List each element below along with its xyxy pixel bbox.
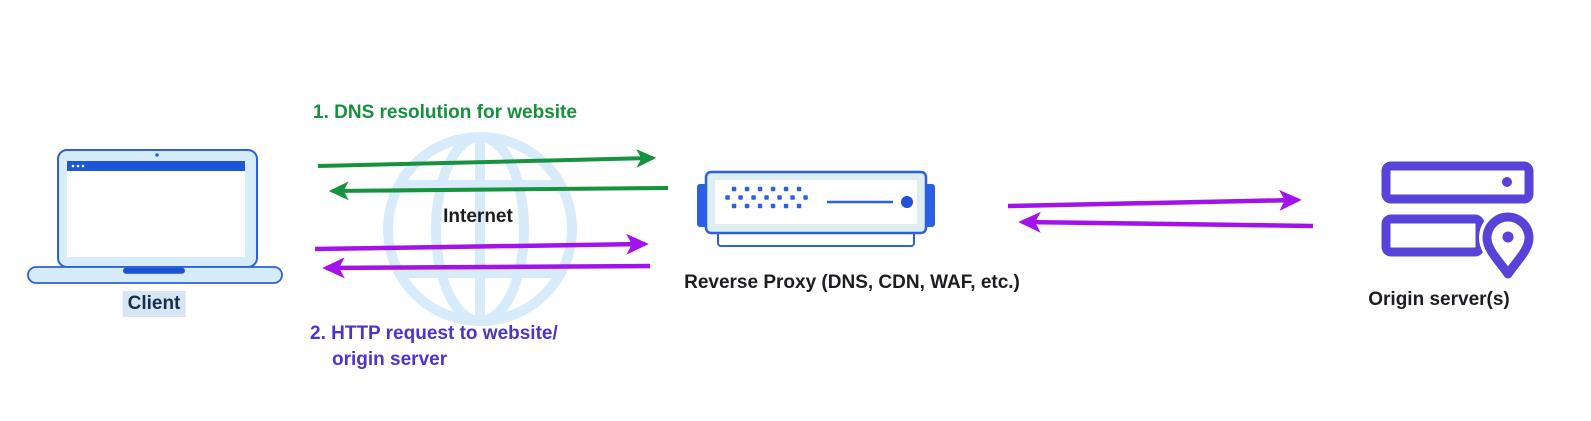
laptop-base (27, 266, 283, 284)
flow-label-dns: 1. DNS resolution for website (313, 102, 577, 123)
origin-server-top (1381, 161, 1534, 204)
flow-label-http-line2: origin server (332, 349, 448, 370)
flow-label-http: 2. HTTP request to website/ origin serve… (310, 321, 558, 373)
window-dots-icon (71, 164, 85, 168)
internet-label: Internet (443, 206, 513, 227)
origin-server-label: Origin server(s) (1368, 289, 1510, 310)
globe-icon (383, 132, 577, 326)
proxy-status-led (901, 196, 913, 208)
laptop-base-notch (123, 267, 185, 274)
http-arrow-right (314, 233, 649, 255)
dns-arrow-left (328, 181, 669, 201)
dns-arrow-right (317, 149, 657, 168)
proxy-origin-arrow-left (1018, 211, 1314, 233)
laptop-camera-dot (155, 153, 159, 157)
laptop-screen (67, 161, 245, 257)
origin-server-bottom (1381, 214, 1485, 257)
http-arrow-left (322, 257, 651, 279)
flow-label-http-line1: 2. HTTP request to website/ (310, 323, 558, 344)
server-stack-location-icon (1381, 161, 1538, 289)
client-label: Client (122, 291, 186, 317)
laptop-icon (27, 149, 283, 284)
proxy-vent-dots (725, 186, 808, 209)
origin-server-led (1502, 177, 1512, 187)
reverse-proxy-label: Reverse Proxy (DNS, CDN, WAF, etc.) (684, 272, 1020, 293)
proxy-appliance-icon (697, 170, 935, 247)
proxy-origin-arrow-right (1007, 189, 1302, 211)
location-pin-icon (1482, 212, 1534, 279)
laptop-titlebar (67, 161, 245, 171)
location-pin-dot (1502, 231, 1514, 243)
